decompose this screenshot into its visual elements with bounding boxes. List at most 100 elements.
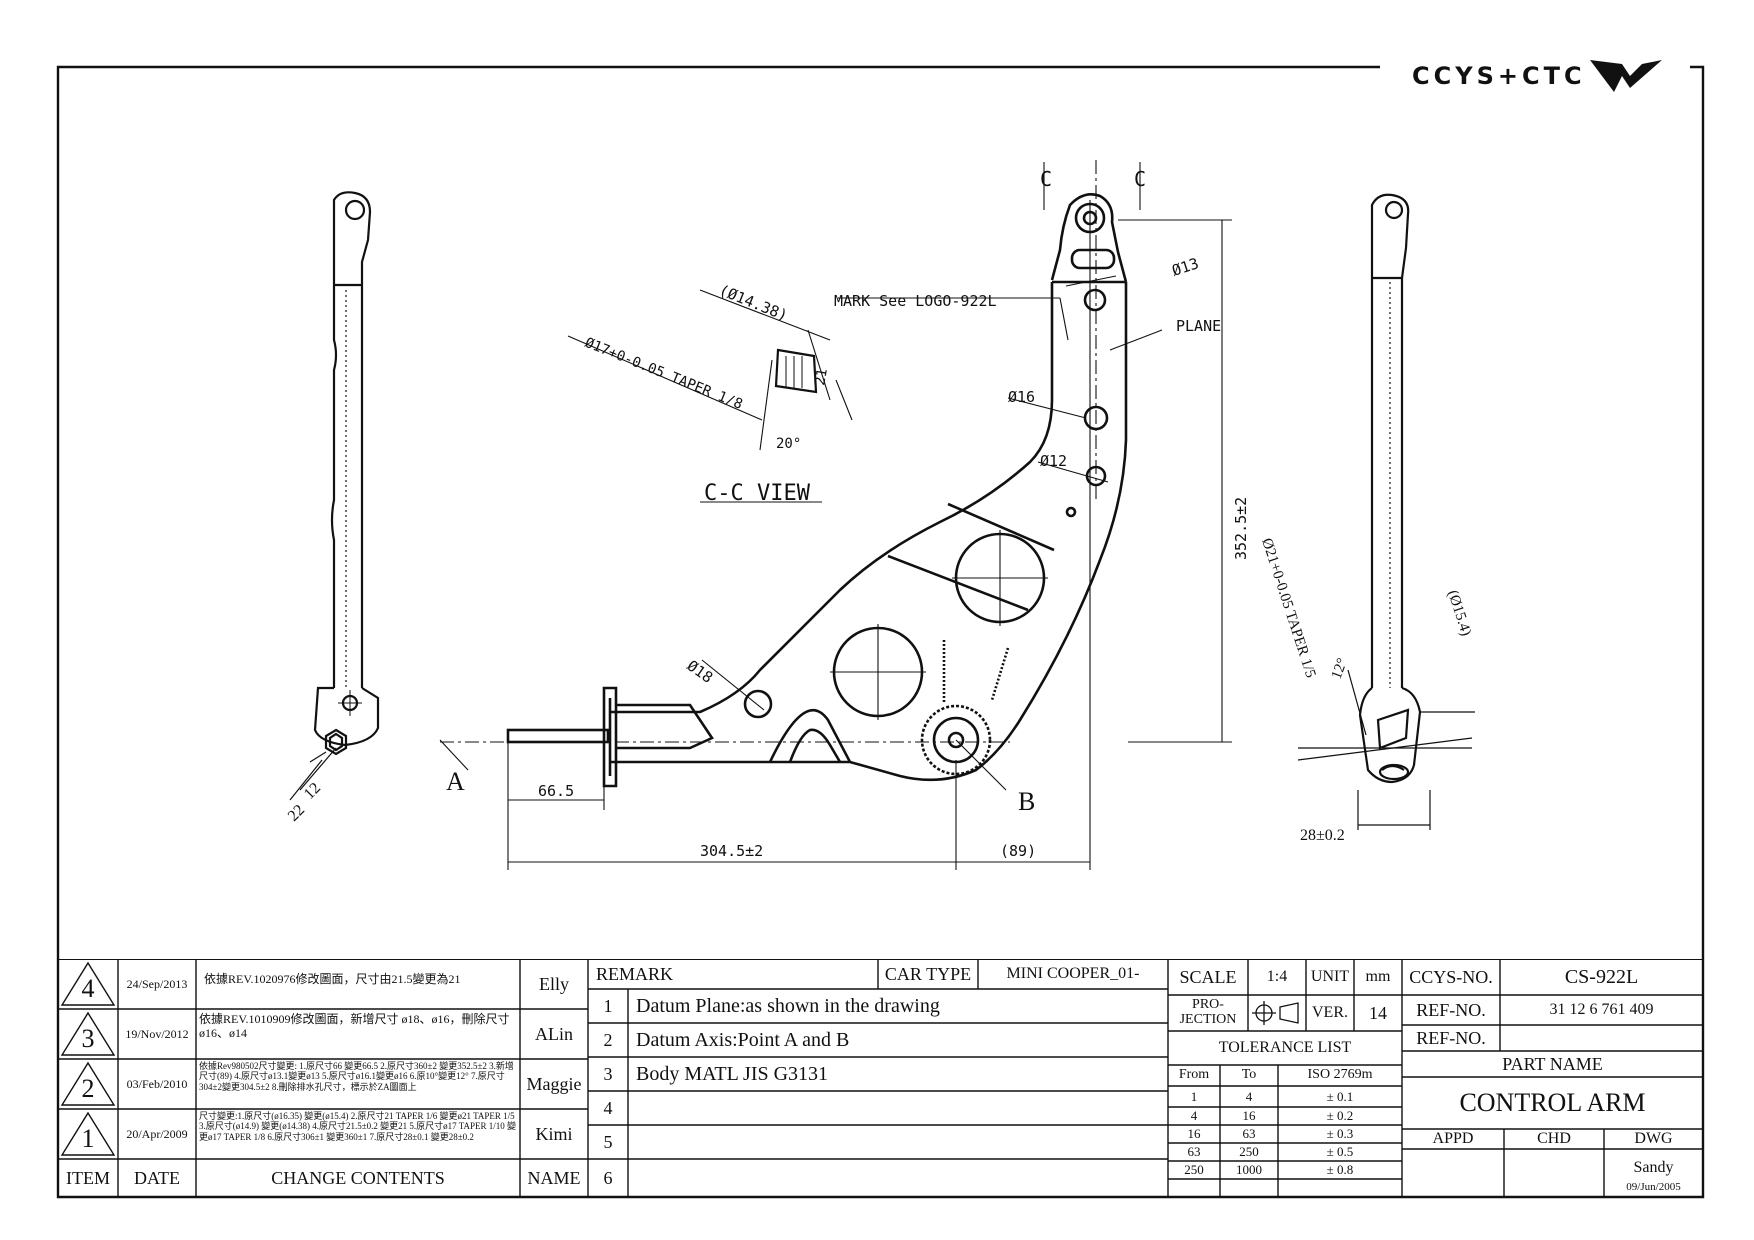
rev-item-1: 1 (81, 1124, 95, 1154)
dwg-date: 09/Jun/2005 (1626, 1181, 1681, 1194)
dim-d13-label: Ø13 (1170, 254, 1201, 279)
tol-to-1: 4 (1245, 1088, 1253, 1104)
rev-date-3: 19/Nov/2012 (125, 1026, 189, 1041)
ref-no-label: REF-NO. (1416, 999, 1486, 1020)
point-a-label: A (446, 767, 465, 796)
rev-date-4: 24/Sep/2013 (126, 976, 188, 991)
dim-d12-label: Ø12 (1040, 452, 1067, 470)
remark-text-4 (628, 1091, 1168, 1125)
rev-name-4: Elly (539, 973, 569, 994)
projection-label: PRO- JECTION (1179, 997, 1237, 1027)
control-arm-main-view (506, 193, 1128, 788)
rev-item-3: 3 (81, 1024, 95, 1054)
rev-header-name: NAME (527, 1167, 581, 1188)
scale-label: SCALE (1179, 966, 1237, 987)
rev-date-2: 03/Feb/2010 (126, 1076, 188, 1091)
main-view-dimension-lines (439, 160, 1232, 870)
dim-21-label: 21 (812, 367, 831, 386)
remark-text-5 (628, 1125, 1168, 1159)
car-type-label: CAR TYPE (884, 963, 972, 984)
dim-12deg-label: 12° (1329, 656, 1351, 681)
tol-value-5: ± 0.8 (1326, 1162, 1354, 1178)
car-type-value: MINI COOPER_01- (1006, 964, 1140, 982)
dim-89-label: (89) (1000, 842, 1036, 860)
dim-d16-label: Ø16 (1008, 388, 1035, 406)
tol-from-2: 4 (1190, 1108, 1198, 1124)
remark-no-4: 4 (603, 1097, 613, 1118)
right-side-view (1358, 193, 1422, 784)
sheet-border (56, 65, 1705, 1199)
remark-text-2: Datum Axis:Point A and B (636, 1028, 850, 1051)
remark-text-3: Body MATL JIS G3131 (636, 1062, 829, 1085)
remark-no-5: 5 (603, 1131, 613, 1152)
remark-text-1: Datum Plane:as shown in the drawing (636, 994, 940, 1017)
tol-header-to: To (1241, 1067, 1257, 1083)
title-block-grid (58, 959, 1703, 1197)
rev-content-2: 依據Rev980502尺寸變更: 1.原尺寸66 變更66.5 2.原尺寸360… (199, 1061, 514, 1092)
rev-content-1: 尺寸變更:1.原尺寸(ø16.35) 變更(ø15.4) 2.原尺寸21 TAP… (199, 1111, 517, 1142)
rev-header-date: DATE (134, 1167, 180, 1188)
dim-20deg-label: 20° (776, 436, 801, 452)
rev-name-1: Kimi (535, 1123, 573, 1144)
mark-note: MARK See LOGO-922L (834, 292, 997, 310)
dim-665-label: 66.5 (538, 782, 574, 800)
dwg-name: Sandy (1633, 1158, 1674, 1176)
dim-d21-taper-label: Ø21+0-0.05 TAPER 1/5 (1258, 536, 1318, 680)
plane-label: PLANE (1176, 317, 1221, 335)
ver-label: VER. (1312, 1003, 1348, 1021)
tol-header-from: From (1178, 1067, 1210, 1083)
part-name-label: PART NAME (1502, 1053, 1603, 1074)
dim-3525-label: 352.5±2 (1232, 497, 1250, 560)
rev-content-4: 依據REV.1020976修改圖面，尺寸由21.5變更為21 (204, 971, 461, 986)
tol-to-4: 250 (1239, 1144, 1259, 1160)
rev-header-content: CHANGE CONTENTS (271, 1167, 445, 1188)
tol-from-4: 63 (1187, 1144, 1201, 1160)
remark-no-2: 2 (603, 1029, 613, 1050)
ref-no-2-label: REF-NO. (1416, 1027, 1486, 1048)
appd-label: APPD (1432, 1129, 1474, 1147)
cc-view-section (774, 348, 818, 394)
dim-d1438-label: (Ø14.38) (717, 281, 791, 325)
section-c-left: C (1040, 167, 1052, 191)
rev-item-4: 4 (81, 974, 95, 1004)
dim-22-label: 22 (285, 801, 308, 824)
tol-to-5: 1000 (1236, 1162, 1262, 1178)
tolerance-title: TOLERANCE LIST (1218, 1038, 1352, 1056)
company-logo: CCYS+CTC (1412, 56, 1666, 96)
ver-value: 14 (1369, 1002, 1387, 1023)
ccys-no-value: CS-922L (1564, 965, 1639, 988)
logo-text: CCYS+CTC (1412, 62, 1586, 90)
title-block: 4 24/Sep/2013 依據REV.1020976修改圖面，尺寸由21.5變… (58, 959, 1703, 1197)
ccys-no-label: CCYS-NO. (1409, 966, 1493, 987)
tol-to-2: 16 (1242, 1108, 1256, 1124)
rev-header-item: ITEM (66, 1167, 110, 1188)
unit-label: UNIT (1310, 967, 1350, 985)
unit-value: mm (1365, 967, 1391, 985)
section-c-right: C (1134, 167, 1146, 191)
dim-28-label: 28±0.2 (1300, 827, 1345, 844)
dwg-label: DWG (1634, 1129, 1673, 1147)
ref-no-2-value (1500, 1025, 1703, 1051)
remark-no-3: 3 (603, 1063, 613, 1084)
rev-content-3: 依據REV.1010909修改圖面，新增尺寸 ø18、ø16，刪除尺寸ø16、ø… (199, 1012, 510, 1040)
projection-symbol-icon (1252, 1001, 1299, 1025)
dim-d18-label: Ø18 (684, 657, 717, 687)
tol-value-4: ± 0.5 (1326, 1144, 1354, 1160)
logo-mark-icon (1589, 60, 1662, 92)
point-b-label: B (1018, 787, 1035, 816)
part-name-value: CONTROL ARM (1459, 1088, 1646, 1118)
cc-view-label: C-C VIEW (704, 481, 811, 506)
remark-header: REMARK (596, 963, 674, 984)
remark-no-1: 1 (603, 995, 613, 1016)
tol-from-1: 1 (1190, 1088, 1198, 1104)
tol-value-2: ± 0.2 (1326, 1108, 1354, 1124)
remark-no-6: 6 (603, 1167, 613, 1188)
left-side-view (289, 191, 380, 801)
tol-to-3: 63 (1242, 1126, 1256, 1142)
rev-name-2: Maggie (526, 1073, 582, 1094)
tol-value-1: ± 0.1 (1326, 1088, 1354, 1104)
scale-value: 1:4 (1266, 967, 1288, 985)
dim-d154-label: (Ø15.4) (1444, 588, 1474, 638)
tol-from-3: 16 (1187, 1126, 1201, 1142)
